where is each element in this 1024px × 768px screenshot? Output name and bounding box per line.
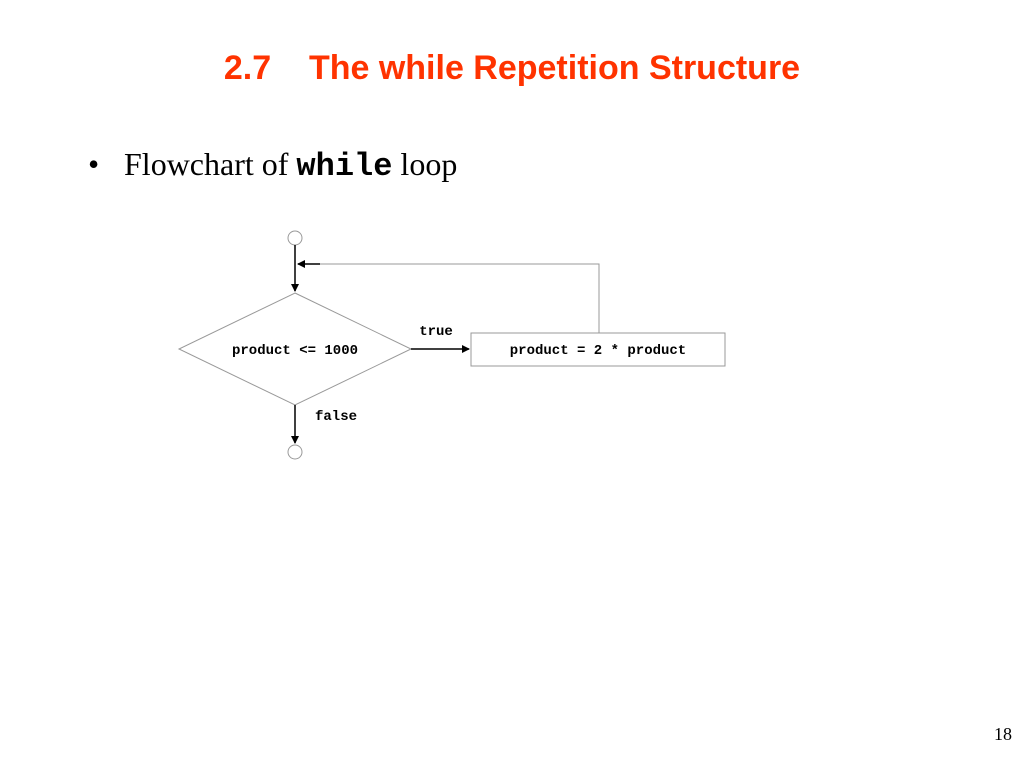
bullet-text-suffix: loop [392, 146, 458, 182]
start-connector [287, 230, 303, 246]
action-label: product = 2 * product [510, 343, 686, 359]
true-label: true [419, 324, 453, 340]
bullet-icon: • [88, 146, 100, 182]
section-number: 2.7 [223, 49, 272, 87]
false-label: false [315, 409, 357, 425]
end-connector [287, 444, 303, 460]
title-text: The while Repetition Structure [308, 49, 801, 87]
loop-back-line [299, 263, 600, 333]
bullet-item: • Flowchart of while loop [88, 144, 457, 187]
decision-label: product <= 1000 [232, 343, 358, 359]
bullet-text-prefix: Flowchart of [124, 146, 297, 182]
bullet-code-keyword: while [296, 148, 393, 185]
action-box [470, 332, 726, 367]
page-number: 18 [994, 724, 1012, 744]
slide-title: 2.7 The while Repetition Structure [0, 48, 1024, 88]
